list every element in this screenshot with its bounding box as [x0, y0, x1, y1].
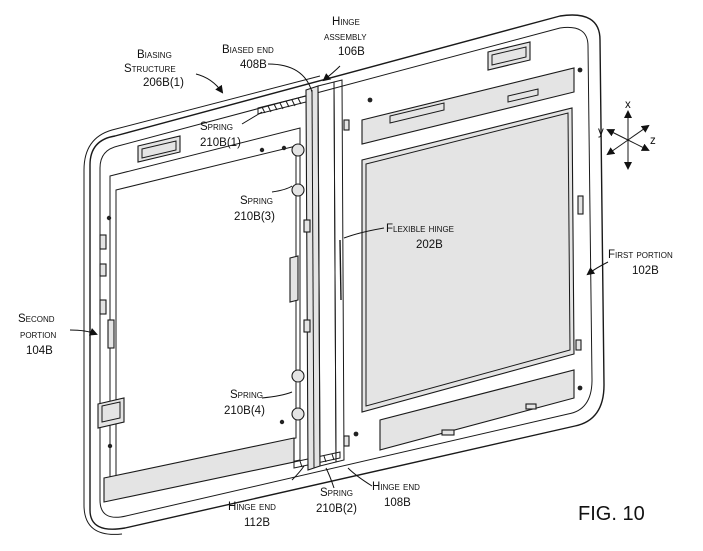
- axis-z-label: z: [650, 135, 656, 147]
- figure-caption: FIG. 10: [578, 503, 645, 525]
- label-line: assembly: [324, 31, 367, 43]
- label-line: Second: [18, 313, 55, 325]
- label-line: Structure: [124, 63, 176, 75]
- second-portion: [97, 127, 301, 503]
- label-hinge-assembly: Hinge assembly 106B: [324, 16, 367, 58]
- label-line: 102B: [632, 265, 659, 277]
- axis-y-label: y: [598, 126, 604, 138]
- label-line: Spring: [230, 389, 263, 401]
- label-hinge-end-112b: Hinge end 112B: [228, 501, 276, 529]
- label-line: 210B(3): [234, 211, 275, 223]
- spring-210b-4: [291, 369, 305, 421]
- hinge-assembly: [303, 79, 350, 471]
- label-line: 104B: [26, 345, 53, 357]
- label-biased-end: Biased end 408B: [222, 44, 274, 71]
- label-line: Flexible hinge: [386, 223, 454, 235]
- axes-indicator: [606, 110, 650, 170]
- label-spring-210b-4: Spring 210B(4): [224, 389, 265, 417]
- label-line: Spring: [240, 195, 273, 207]
- label-line: Hinge end: [228, 501, 276, 513]
- label-line: portion: [20, 329, 57, 341]
- label-line: Biased end: [222, 44, 274, 56]
- label-line: 408B: [240, 59, 267, 71]
- axis-x-label: x: [625, 99, 631, 111]
- spring-210b-3: [291, 143, 305, 197]
- spring-210b-1: [257, 95, 307, 115]
- label-line: Spring: [200, 121, 233, 133]
- label-line: 202B: [416, 239, 443, 251]
- label-line: 210B(4): [224, 405, 265, 417]
- label-hinge-end-108b: Hinge end 108B: [372, 481, 420, 509]
- leader-lines: [69, 63, 609, 489]
- label-line: 108B: [384, 497, 411, 509]
- label-spring-210b-3: Spring 210B(3): [234, 195, 275, 223]
- first-portion: [353, 41, 584, 451]
- label-line: 210B(2): [316, 503, 357, 515]
- label-line: Hinge: [332, 16, 360, 28]
- label-line: 206B(1): [143, 77, 184, 89]
- label-first-portion: First portion 102B: [608, 249, 673, 277]
- label-flexible-hinge: Flexible hinge 202B: [386, 223, 454, 251]
- label-line: Hinge end: [372, 481, 420, 493]
- device-outline: [83, 14, 605, 535]
- label-line: 210B(1): [200, 137, 241, 149]
- label-line: Spring: [320, 487, 353, 499]
- label-spring-210b-2: Spring 210B(2): [316, 487, 357, 515]
- label-line: 112B: [244, 517, 270, 529]
- label-line: First portion: [608, 249, 673, 261]
- label-second-portion: Second portion 104B: [18, 313, 57, 357]
- label-spring-210b-1: Spring 210B(1): [200, 121, 241, 149]
- label-biasing-structure: Biasing Structure 206B(1): [124, 49, 184, 89]
- springs: [257, 95, 341, 469]
- label-line: Biasing: [137, 49, 172, 61]
- label-line: 106B: [338, 46, 365, 58]
